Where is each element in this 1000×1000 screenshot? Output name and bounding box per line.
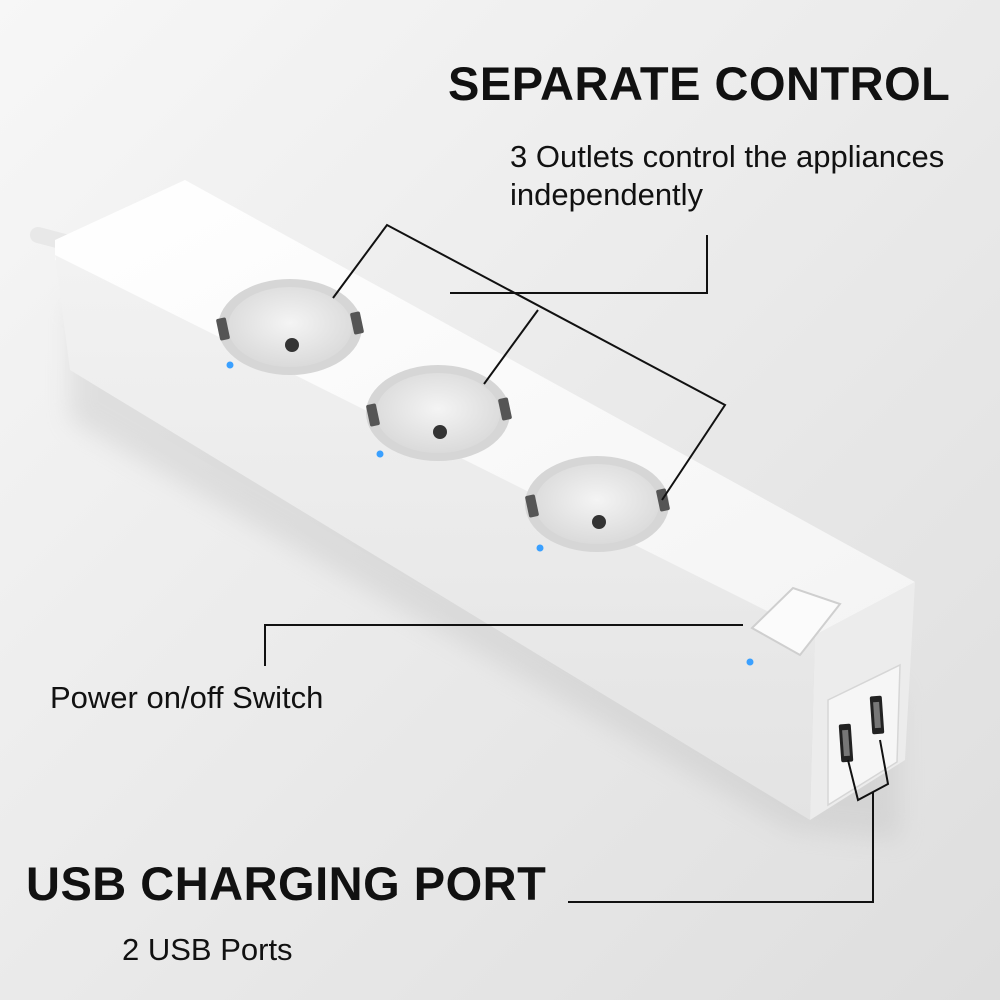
- usb-panel: [827, 663, 901, 807]
- usb-port-1[interactable]: [838, 723, 854, 763]
- outlet-1: [216, 279, 364, 375]
- power-switch-callout-line: [264, 624, 743, 666]
- power-indicator-led: [746, 658, 754, 666]
- indicator-led-3: [536, 544, 544, 552]
- power-switch-label: Power on/off Switch: [50, 680, 324, 715]
- separate-control-description: 3 Outlets control the appliances indepen…: [510, 139, 945, 212]
- outlet-2: [366, 365, 512, 461]
- power-switch-button[interactable]: [750, 586, 842, 657]
- usb-port-2[interactable]: [869, 695, 885, 735]
- usb-charging-port-title: USB CHARGING PORT: [26, 857, 547, 910]
- indicator-led-2: [376, 450, 384, 458]
- usb-ports-description: 2 USB Ports: [122, 932, 293, 967]
- usb-callout-lines: [568, 739, 890, 903]
- separate-control-title: SEPARATE CONTROL: [448, 57, 951, 110]
- indicator-led-1: [226, 361, 234, 369]
- outlet-3: [525, 456, 670, 552]
- strip-front-face: [55, 255, 815, 820]
- separate-control-callout-lines: [332, 223, 727, 501]
